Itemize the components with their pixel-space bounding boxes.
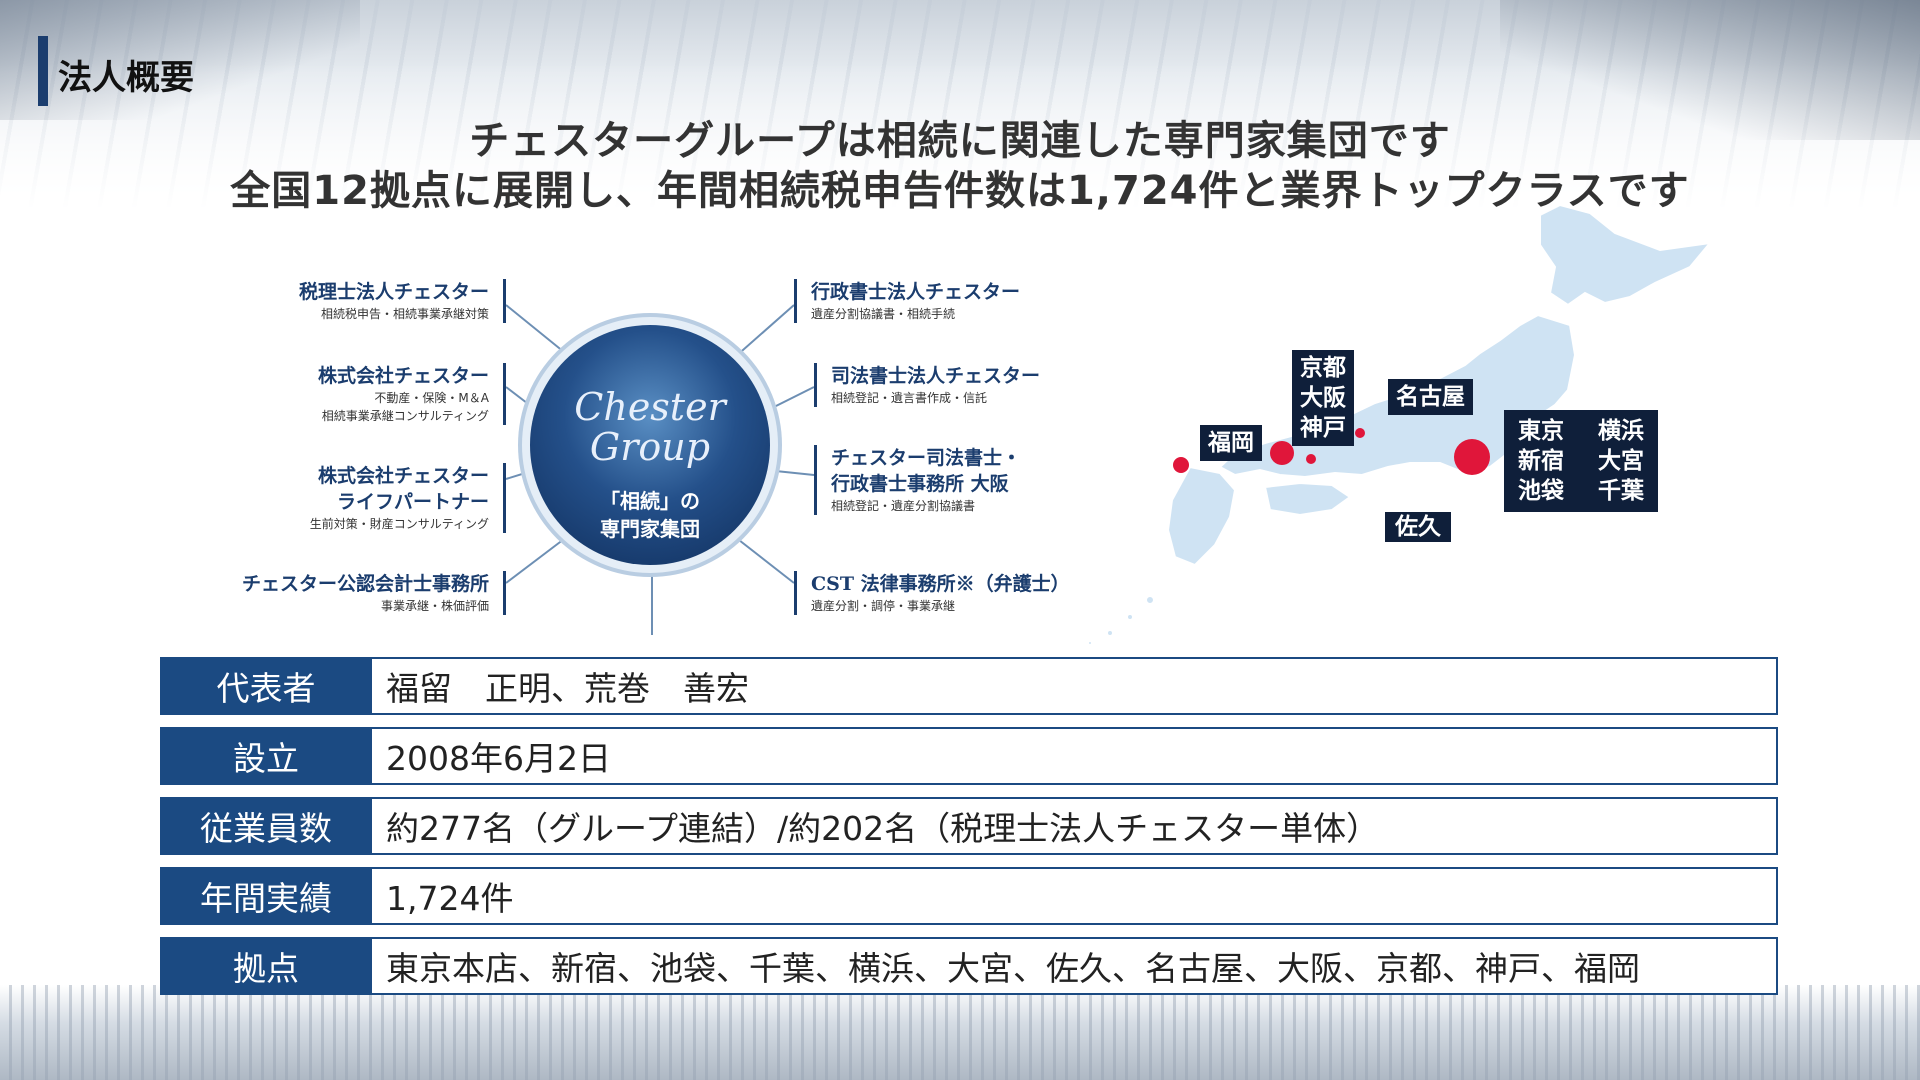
page-title: 法人概要 <box>58 58 194 98</box>
entity-desc: 遺産分割協議書・相続手続 <box>811 307 956 321</box>
background-top-right-shade <box>1500 0 1920 140</box>
map-label-fukuoka: 福岡 <box>1200 425 1262 461</box>
entity-chester-life-partner: 株式会社チェスター ライフパートナー 生前対策・財産コンサルティング <box>310 463 506 533</box>
headline-line-1: チェスターグループは相続に関連した専門家集団です <box>469 118 1451 164</box>
entity-chester-tax: 税理士法人チェスター 相続税申告・相続事業承継対策 <box>299 279 506 323</box>
chester-group-hub: Chester Group 「相続」の 専門家集団 <box>530 325 770 565</box>
info-label: 従業員数 <box>160 797 372 855</box>
hub-subtitle-2: 専門家集団 <box>600 517 700 541</box>
map-label-kyoto-osaka-kobe: 京都 大阪 神戸 <box>1292 350 1354 446</box>
label-text: 新宿 <box>1518 448 1564 474</box>
label-text: 池袋 <box>1518 478 1564 504</box>
entity-name: 株式会社チェスター <box>317 465 489 487</box>
japan-office-map: 福岡 京都 大阪 神戸 名古屋 佐久 東京 横浜 新宿 大宮 池袋 千葉 <box>1070 203 1730 650</box>
title-accent-bar <box>38 36 48 106</box>
info-row-annual-results: 年間実績 1,724件 <box>160 867 1778 925</box>
marker-kyoto <box>1306 454 1316 464</box>
entity-name-line-2: 行政書士事務所 大阪 <box>831 473 1009 495</box>
info-row-representative: 代表者 福留 正明、荒巻 善宏 <box>160 657 1778 715</box>
info-row-established: 設立 2008年6月2日 <box>160 727 1778 785</box>
info-label: 拠点 <box>160 937 372 995</box>
map-label-saku: 佐久 <box>1385 512 1451 542</box>
info-label: 設立 <box>160 727 372 785</box>
entity-desc: 相続税申告・相続事業承継対策 <box>320 307 489 321</box>
group-diagram: Chester Group 「相続」の 専門家集団 税理士法人チェスター 相続税… <box>210 265 1090 635</box>
marker-saku <box>1355 428 1365 438</box>
background-top-left-shade <box>0 0 360 120</box>
marker-fukuoka <box>1173 457 1189 473</box>
label-text: 佐久 <box>1395 514 1441 540</box>
info-value: 2008年6月2日 <box>372 727 1778 785</box>
entity-chester-osaka-office: チェスター司法書士・ 行政書士事務所 大阪 相続登記・遺産分割協議書 <box>814 445 1021 515</box>
entity-desc: 不動産・保険・M＆A <box>374 391 489 405</box>
map-label-nagoya: 名古屋 <box>1388 379 1473 415</box>
entity-cst-law-office: CST 法律事務所※（弁護士） 遺産分割・調停・事業承継 <box>794 571 1070 615</box>
label-text: 大阪 <box>1300 385 1346 411</box>
info-value: 約277名（グループ連結）/約202名（税理士法人チェスター単体） <box>372 797 1778 855</box>
entity-chester-cpa: チェスター公認会計士事務所 事業承継・株価評価 <box>242 571 506 615</box>
entity-chester-admin-scrivener: 行政書士法人チェスター 遺産分割協議書・相続手続 <box>794 279 1020 323</box>
info-row-offices: 拠点 東京本店、新宿、池袋、千葉、横浜、大宮、佐久、名古屋、大阪、京都、神戸、福… <box>160 937 1778 995</box>
info-value: 1,724件 <box>372 867 1778 925</box>
entity-name: チェスター司法書士・ <box>831 447 1022 469</box>
entity-name: 税理士法人チェスター <box>298 281 489 303</box>
label-text: 神戸 <box>1300 415 1346 441</box>
headline-line-2: 全国12拠点に展開し、年間相続税申告件数は1,724件と業界トップクラスです <box>230 168 1690 214</box>
company-info-table: 代表者 福留 正明、荒巻 善宏 設立 2008年6月2日 従業員数 約277名（… <box>160 657 1778 1007</box>
info-row-employees: 従業員数 約277名（グループ連結）/約202名（税理士法人チェスター単体） <box>160 797 1778 855</box>
entity-name: 株式会社チェスター <box>317 365 489 387</box>
marker-tokyo <box>1454 439 1490 475</box>
entity-name: 行政書士法人チェスター <box>811 281 1021 303</box>
info-value: 福留 正明、荒巻 善宏 <box>372 657 1778 715</box>
entity-name: CST 法律事務所※（弁護士） <box>811 573 1070 595</box>
entity-desc: 相続事業承継コンサルティング <box>321 409 489 423</box>
info-label: 代表者 <box>160 657 372 715</box>
kanto-row-3: 池袋 千葉 <box>1518 476 1644 506</box>
entity-desc: 生前対策・財産コンサルティング <box>309 517 489 531</box>
info-value: 東京本店、新宿、池袋、千葉、横浜、大宮、佐久、名古屋、大阪、京都、神戸、福岡 <box>372 937 1778 995</box>
label-text: 千葉 <box>1598 478 1644 504</box>
entity-name: 司法書士法人チェスター <box>831 365 1041 387</box>
kanto-row-2: 新宿 大宮 <box>1518 446 1644 476</box>
diagram-connector-lines <box>505 304 815 635</box>
label-text: 東京 <box>1518 418 1564 444</box>
entity-chester-inc: 株式会社チェスター 不動産・保険・M＆A 相続事業承継コンサルティング <box>318 363 506 425</box>
hub-subtitle-1: 「相続」の <box>600 489 700 513</box>
entity-desc: 事業承継・株価評価 <box>380 599 489 613</box>
entity-desc: 遺産分割・調停・事業承継 <box>811 599 956 613</box>
label-text: 大宮 <box>1598 448 1644 474</box>
chester-group-logo: Chester Group <box>574 385 726 469</box>
entity-name: チェスター公認会計士事務所 <box>241 573 489 595</box>
kanto-row-1: 東京 横浜 <box>1518 416 1644 446</box>
entity-desc: 相続登記・遺産分割協議書 <box>831 499 976 513</box>
entity-name-line-2: ライフパートナー <box>336 491 489 513</box>
entity-chester-judicial-scrivener: 司法書士法人チェスター 相続登記・遺言書作成・信託 <box>814 363 1040 407</box>
map-label-kanto: 東京 横浜 新宿 大宮 池袋 千葉 <box>1504 410 1658 512</box>
label-text: 福岡 <box>1208 430 1254 456</box>
label-text: 名古屋 <box>1396 384 1465 410</box>
background-bottom <box>0 985 1920 1080</box>
entity-desc: 相続登記・遺言書作成・信託 <box>831 391 988 405</box>
marker-osaka <box>1270 441 1294 465</box>
label-text: 横浜 <box>1598 418 1644 444</box>
info-label: 年間実績 <box>160 867 372 925</box>
label-text: 京都 <box>1300 355 1346 381</box>
